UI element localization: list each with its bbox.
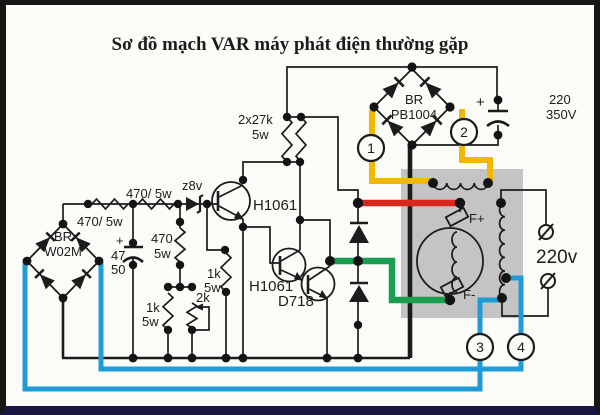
output-bottom-wire xyxy=(501,288,549,317)
diode-icon xyxy=(382,82,399,99)
r27k-power: 5w xyxy=(252,127,269,142)
node-2-label: 2 xyxy=(460,124,468,140)
brush-fplus xyxy=(444,206,470,228)
r470v-power: 5w xyxy=(154,246,171,261)
bridge-rectifier-pb1004: BR PB1004 xyxy=(372,67,452,147)
cap220-value: 220 xyxy=(549,92,571,107)
r1k-right-value: 1k xyxy=(207,266,221,281)
cap220-voltage: 350V xyxy=(546,107,577,122)
blue-wires xyxy=(22,262,524,392)
bridge-rectifier-w02m: BR W02M xyxy=(25,222,101,300)
diode-icon xyxy=(425,82,442,99)
bridge-large-label1: BR xyxy=(405,92,423,107)
transistor-q2-h1061 xyxy=(271,247,307,283)
output-top-wire xyxy=(500,189,547,225)
r27k-value: 2x27k xyxy=(238,112,273,127)
freewheel-diodes xyxy=(349,221,369,302)
transistor-q1-h1061 xyxy=(211,181,251,221)
resistor-27k-a xyxy=(280,116,294,163)
r1k-left-power: 5w xyxy=(142,314,159,329)
diode-icon xyxy=(71,274,87,290)
node-1-label: 1 xyxy=(367,140,375,156)
node-4-circle xyxy=(506,332,536,362)
r470-2-label: 470/ 5w xyxy=(126,186,172,201)
resistor-1k-left xyxy=(161,292,175,331)
q1-to-q2-base xyxy=(243,226,280,264)
component-labels: 470/ 5w 470/ 5w z8v 470 5w 2x27k 5w 1k 5… xyxy=(77,112,314,329)
diode-icon xyxy=(387,120,404,137)
output-terminals: 220v xyxy=(536,223,578,290)
bplus-top-rail xyxy=(286,66,498,117)
r2k-wiper-wire xyxy=(192,306,210,331)
cap220-plus: + xyxy=(476,94,485,111)
resistor-1k-right xyxy=(219,252,233,293)
resistors xyxy=(91,116,308,331)
emitter-arrow-icon xyxy=(319,290,328,299)
resistor-27k-b xyxy=(294,116,308,163)
capacitor-220uf: + 220 350V xyxy=(476,92,577,128)
node-1-circle xyxy=(356,133,386,163)
collector-rail xyxy=(242,161,303,180)
brush-fminus xyxy=(439,276,465,298)
collector-branch xyxy=(300,219,331,261)
junction-dots xyxy=(22,62,511,363)
diode-icon xyxy=(75,237,91,253)
bridge-small-label2: W02M xyxy=(44,244,82,259)
field-plus-label: F+ xyxy=(469,211,485,226)
q1-label: H1061 xyxy=(253,197,297,214)
diode-icon xyxy=(349,225,369,243)
r1k-left-value: 1k xyxy=(146,300,160,315)
exciter-yellow-wire-1 xyxy=(369,110,431,184)
zener-diode-z8v xyxy=(186,194,204,214)
numbered-nodes: 1 2 3 4 xyxy=(356,117,536,362)
r1k-right-riser xyxy=(206,204,227,253)
node-3-label: 3 xyxy=(476,339,484,355)
r470-1-label: 470/ 5w xyxy=(77,214,123,229)
diode-icon xyxy=(349,285,369,302)
emitter-arrow-icon xyxy=(234,211,244,220)
field-minus-label: F- xyxy=(463,287,475,302)
diode-icon xyxy=(420,120,437,137)
r1k-right-power: 5w xyxy=(204,280,221,295)
bplus-to-field-wire xyxy=(287,116,359,204)
node-3-circle xyxy=(465,332,495,362)
cap47-value: 47 xyxy=(111,248,125,263)
cap47-plus: + xyxy=(116,233,124,248)
sense-blue-wire-2 xyxy=(98,262,524,372)
q3-label: D718 xyxy=(278,293,314,310)
r2k-wiper-arrow xyxy=(195,303,203,311)
transistor-q3-d718 xyxy=(300,265,336,302)
cap47-voltage: 50 xyxy=(111,262,125,277)
q2-label: H1061 xyxy=(249,278,293,295)
resistor-2k-trimmer xyxy=(185,302,199,329)
main-winding-coil xyxy=(498,202,506,300)
resistor-470-vert xyxy=(173,227,187,263)
rotor-field: F+ F- xyxy=(416,206,485,302)
diode-icon xyxy=(35,237,51,253)
page-title: Sơ đồ mạch VAR máy phát điện thường gặp xyxy=(112,34,469,55)
zener-label: z8v xyxy=(182,178,203,193)
r2k-label: 2k xyxy=(196,290,210,305)
bridge-large-label2: PB1004 xyxy=(391,107,437,122)
exciter-winding-coil xyxy=(432,182,489,191)
r470v-value: 470 xyxy=(151,231,173,246)
sense-blue-wire-1 xyxy=(22,262,501,392)
emitter-arrow-icon xyxy=(294,272,303,281)
bridge-small-label1: BR xyxy=(54,229,72,244)
resistor-470-5w-1 xyxy=(91,197,129,211)
capacitor-47uf: + 47 50 xyxy=(111,233,144,277)
node-2-circle xyxy=(449,117,479,147)
output-voltage-label: 220v xyxy=(536,247,578,268)
node-4-label: 4 xyxy=(517,339,525,355)
resistor-470-5w-2 xyxy=(137,197,175,211)
diode-icon xyxy=(39,274,55,290)
